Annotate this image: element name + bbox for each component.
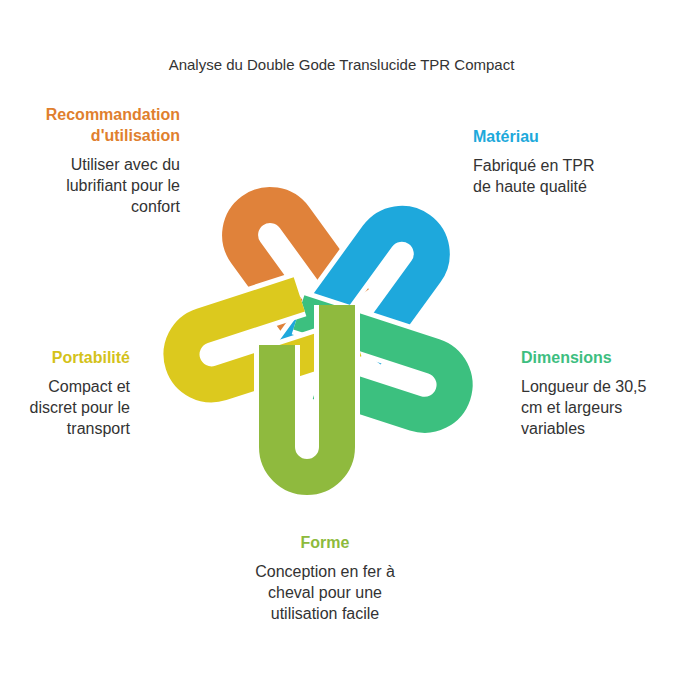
label-group: MatériauFabriqué en TPR de haute qualité	[473, 126, 615, 197]
label-group: Recommandation d'utilisationUtiliser ave…	[28, 104, 180, 217]
loop-shape	[277, 305, 337, 477]
label-group: PortabilitéCompact et discret pour le tr…	[16, 347, 130, 439]
label-body: Utiliser avec du lubrifiant pour le conf…	[28, 154, 180, 217]
loop-gap	[277, 305, 337, 477]
label-heading: Forme	[250, 532, 400, 553]
label-body: Fabriqué en TPR de haute qualité	[473, 155, 615, 197]
label-body: Longueur de 30,5 cm et largeurs variable…	[521, 376, 663, 439]
diagram-title: Analyse du Double Gode Translucide TPR C…	[0, 56, 683, 73]
label-heading: Matériau	[473, 126, 615, 147]
label-body: Conception en fer à cheval pour une util…	[250, 561, 400, 624]
label-body: Compact et discret pour le transport	[16, 376, 130, 439]
label-heading: Portabilité	[16, 347, 130, 368]
label-group: FormeConception en fer à cheval pour une…	[250, 532, 400, 624]
label-heading: Recommandation d'utilisation	[28, 104, 180, 146]
loop-band	[277, 305, 337, 477]
label-heading: Dimensions	[521, 347, 663, 368]
label-group: DimensionsLongueur de 30,5 cm et largeur…	[521, 347, 663, 439]
